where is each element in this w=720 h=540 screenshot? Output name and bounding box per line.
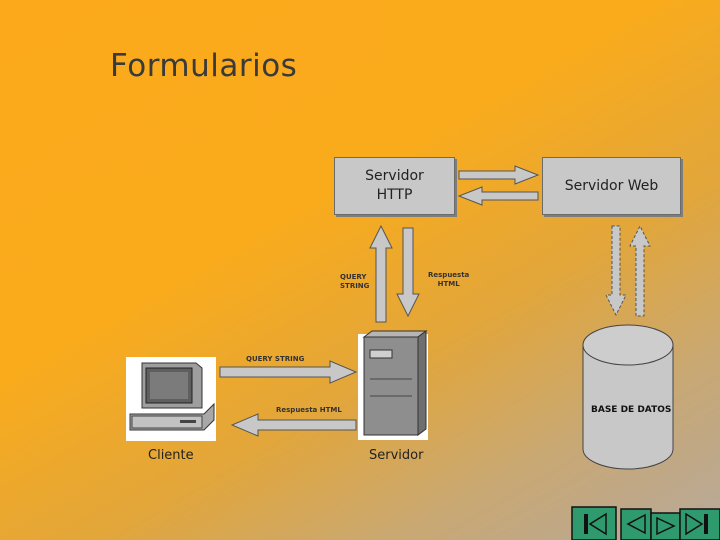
nav-last-button (679, 508, 720, 540)
next-slide-button[interactable] (651, 513, 680, 540)
arrow-right-to-web-server (458, 165, 540, 185)
server-caption: Servidor (369, 448, 424, 463)
nav-previous-button (620, 508, 652, 540)
nav-next-button (650, 512, 681, 540)
arrow-down-html-response (396, 227, 420, 318)
query-string-vertical-label: QUERY STRING (340, 273, 370, 290)
arrow-up-query-string (369, 224, 393, 323)
http-server-label-line2: HTTP (376, 187, 413, 203)
client-computer-icon (126, 357, 216, 441)
arrow-right-query-string (219, 360, 358, 384)
html-response-vertical-label: Respuesta HTML (428, 271, 470, 288)
server-tower-icon (358, 330, 428, 440)
nav-first-button (571, 506, 617, 540)
client-caption: Cliente (148, 448, 194, 463)
last-slide-button[interactable] (680, 509, 720, 540)
web-server-box: Servidor Web (542, 157, 681, 215)
query-string-horizontal-label: QUERY STRING (246, 355, 305, 363)
http-server-label-line1: Servidor (365, 168, 424, 184)
slide-title: Formularios (110, 48, 298, 84)
arrow-down-to-database (605, 225, 627, 317)
http-server-box: Servidor HTTP (334, 157, 455, 215)
database-label: BASE DE DATOS (591, 405, 672, 415)
previous-slide-button[interactable] (621, 509, 651, 540)
first-slide-button[interactable] (572, 507, 616, 540)
database-icon (582, 324, 674, 470)
html-response-horizontal-label: Respuesta HTML (276, 406, 342, 414)
arrow-left-html-response (230, 413, 357, 437)
web-server-label: Servidor Web (564, 177, 659, 194)
arrow-up-from-database (629, 224, 651, 317)
arrow-left-from-web-server (457, 186, 539, 206)
